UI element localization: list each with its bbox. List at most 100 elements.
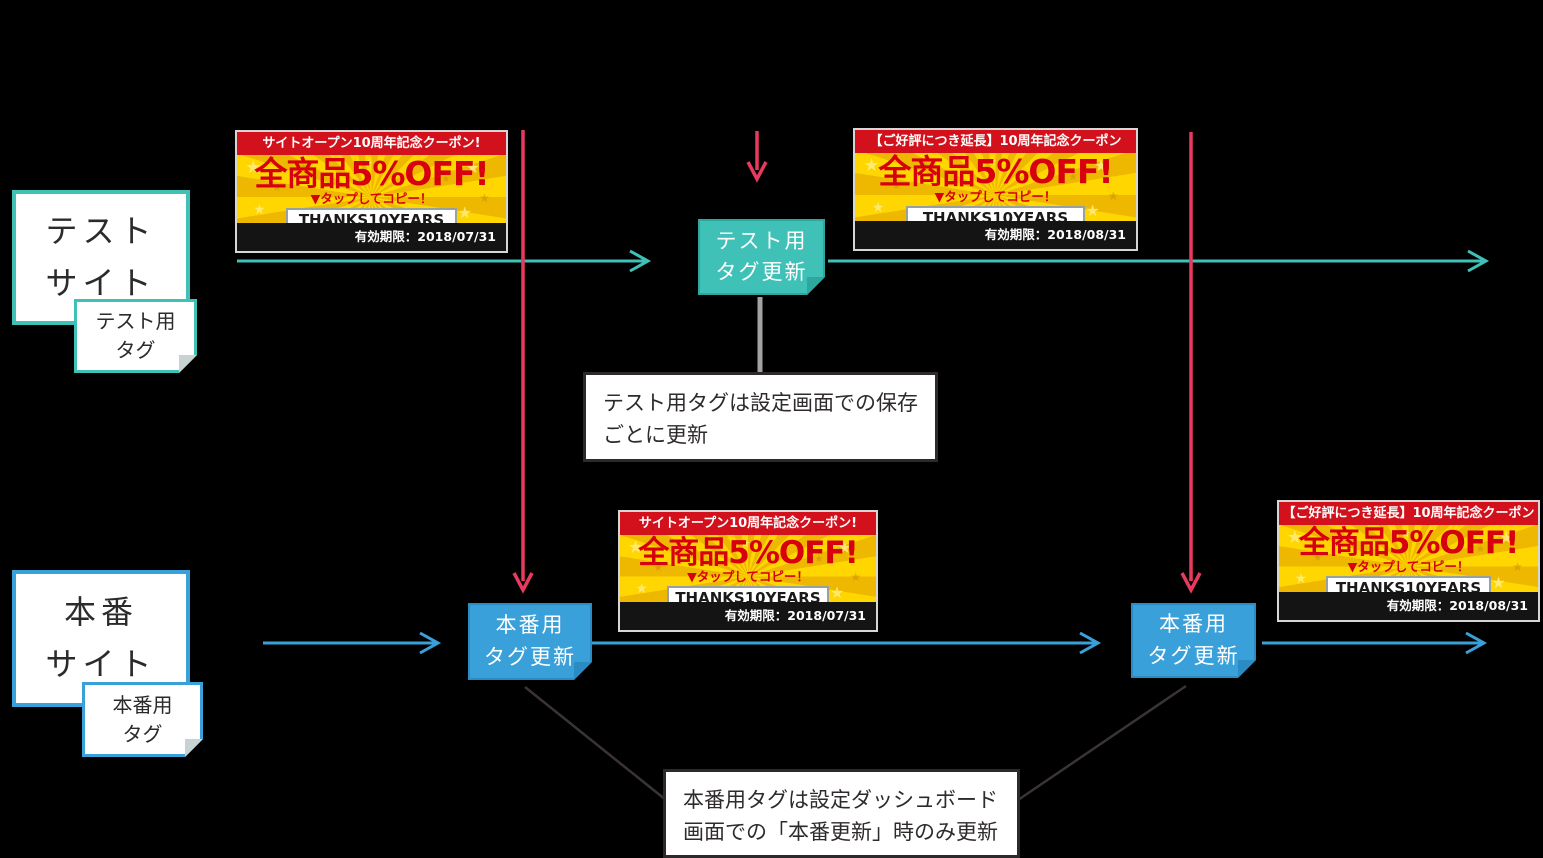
publish-arrowhead-right xyxy=(1180,572,1202,594)
star-icon: ★ xyxy=(1085,201,1100,221)
star-icon: ★ xyxy=(1107,188,1119,203)
star-icon: ★ xyxy=(245,157,262,179)
star-icon: ★ xyxy=(627,537,644,559)
star-icon: ★ xyxy=(653,560,664,574)
prod-tag-note-line1: 本番用 xyxy=(112,692,173,717)
coupon-open10-prod: サイトオープン10周年記念クーポン! ★★★★★★★★★★★ 全商品5%OFF!… xyxy=(618,510,878,632)
test-tag-note: テスト用 タグ xyxy=(74,299,197,373)
star-icon: ★ xyxy=(441,174,451,186)
star-icon: ★ xyxy=(479,190,490,205)
coupon-header: 【ご好評につき延長】10周年記念クーポン xyxy=(1279,502,1538,525)
star-icon: ★ xyxy=(871,199,885,216)
prod-flow-arrowhead-2 xyxy=(1079,631,1102,655)
publish-arrowhead-left xyxy=(512,572,534,594)
test-site-label-line1: テスト xyxy=(45,212,157,251)
star-icon: ★ xyxy=(1312,550,1323,564)
prod-tag-update-box-left: 本番用 タグ更新 xyxy=(468,603,592,680)
star-icon: ★ xyxy=(1286,527,1303,549)
coupon-body: ★★★★★★★★★★★ 全商品5%OFF! ▼タップしてコピー！ THANKS1… xyxy=(620,535,876,602)
coupon-header: 【ご好評につき延長】10周年記念クーポン xyxy=(855,130,1136,153)
star-icon: ★ xyxy=(1491,572,1506,592)
star-icon: ★ xyxy=(457,203,472,223)
coupon-offer-text: 全商品5%OFF! xyxy=(878,153,1113,191)
diagonal-connector-right xyxy=(1017,684,1187,802)
star-icon: ★ xyxy=(891,179,902,193)
star-icon: ★ xyxy=(1475,544,1485,556)
test-tag-update-line1: テスト用 xyxy=(715,228,808,253)
prod-flow-arrowhead-1 xyxy=(419,631,442,655)
coupon-code: THANKS10YEARS xyxy=(906,206,1085,221)
test-tag-note-line1: テスト用 xyxy=(95,309,176,333)
coupon-extended-test: 【ご好評につき延長】10周年記念クーポン ★★★★★★★★★★★ 全商品5%OF… xyxy=(853,128,1138,251)
prod-tag-update-box-right: 本番用 タグ更新 xyxy=(1131,603,1256,678)
star-icon: ★ xyxy=(814,554,824,566)
star-icon: ★ xyxy=(987,154,997,168)
star-icon: ★ xyxy=(863,155,880,177)
star-icon: ★ xyxy=(1499,528,1514,548)
star-icon: ★ xyxy=(919,160,929,172)
coupon-tap-label: ▼タップしてコピー！ xyxy=(310,190,433,206)
star-icon: ★ xyxy=(850,570,862,585)
test-annotation-line2: ごとに更新 xyxy=(603,422,708,447)
star-icon: ★ xyxy=(1338,532,1348,544)
star-icon: ★ xyxy=(253,201,266,218)
star-icon: ★ xyxy=(635,580,648,597)
coupon-offer-text: 全商品5%OFF! xyxy=(254,155,489,193)
star-icon: ★ xyxy=(363,156,374,170)
coupon-expiry: 有効期限：2018/07/31 xyxy=(237,223,506,251)
prod-tag-note-line2: タグ xyxy=(122,721,163,746)
folded-corner-flap xyxy=(179,355,197,373)
test-annotation-box: テスト用タグは設定画面での保存 ごとに更新 xyxy=(583,372,938,462)
test-tag-note-line2: タグ xyxy=(115,338,156,362)
test-tag-update-line2: タグ更新 xyxy=(715,260,808,284)
coupon-body: ★★★★★★★★★★★ 全商品5%OFF! ▼タップしてコピー！ THANKS1… xyxy=(855,153,1136,221)
test-flow-arrowhead-1 xyxy=(629,249,652,273)
star-icon: ★ xyxy=(465,158,480,178)
coupon-code: THANKS10YEARS xyxy=(286,208,457,223)
prod-flow-arrowhead-3 xyxy=(1465,631,1488,655)
coupon-offer-text: 全商品5%OFF! xyxy=(638,535,858,571)
prod-tag-update-left-line1: 本番用 xyxy=(495,613,565,637)
star-icon: ★ xyxy=(678,542,688,554)
coupon-body: ★★★★★★★★★★★ 全商品5%OFF! ▼タップしてコピー！ THANKS1… xyxy=(237,155,506,223)
prod-annotation-box: 本番用タグは設定ダッシュボード 画面での「本番更新」時のみ更新 xyxy=(663,769,1020,858)
coupon-tap-label: ▼タップしてコピー！ xyxy=(1347,558,1470,574)
coupon-extended-prod: 【ご好評につき延長】10周年記念クーポン ★★★★★★★★★★★ 全商品5%OF… xyxy=(1277,500,1540,622)
star-icon: ★ xyxy=(1512,560,1523,575)
prod-annotation-line2: 画面での「本番更新」時のみ更新 xyxy=(683,819,998,844)
test-tag-update-box: テスト用 タグ更新 xyxy=(698,219,825,295)
diagonal-connector-left xyxy=(524,686,667,801)
test-annotation-line1: テスト用タグは設定画面での保存 xyxy=(603,391,918,415)
folded-corner-flap xyxy=(807,277,825,295)
folded-corner-flap xyxy=(574,662,592,680)
coupon-tap-label: ▼タップしてコピー！ xyxy=(934,188,1057,204)
prod-tag-update-right-line1: 本番用 xyxy=(1159,612,1228,636)
prod-site-label-line1: 本番 xyxy=(63,593,138,632)
test-site-label-line2: サイト xyxy=(45,263,157,302)
coupon-expiry: 有効期限：2018/08/31 xyxy=(855,221,1136,249)
star-icon: ★ xyxy=(1400,526,1411,540)
star-icon: ★ xyxy=(837,538,852,558)
star-icon: ★ xyxy=(740,536,751,550)
star-icon: ★ xyxy=(298,162,308,174)
coupon-open10-test: サイトオープン10周年記念クーポン! ★★★★★★★★★★★ 全商品5%OFF!… xyxy=(235,130,508,253)
star-icon: ★ xyxy=(1294,570,1308,587)
test-flow-arrowhead-2 xyxy=(1467,249,1490,273)
coupon-offer-text: 全商品5%OFF! xyxy=(1298,525,1519,561)
prod-site-label-line2: サイト xyxy=(45,644,157,683)
test-update-arrowhead xyxy=(746,161,768,183)
star-icon: ★ xyxy=(829,582,845,602)
star-icon: ★ xyxy=(1068,172,1078,184)
prod-annotation-line1: 本番用タグは設定ダッシュボード xyxy=(683,788,998,812)
coupon-code: THANKS10YEARS xyxy=(666,585,830,602)
star-icon: ★ xyxy=(271,181,282,195)
prod-tag-update-right-line2: タグ更新 xyxy=(1147,643,1240,668)
coupon-code: THANKS10YEARS xyxy=(1326,575,1491,592)
coupon-body: ★★★★★★★★★★★ 全商品5%OFF! ▼タップしてコピー！ THANKS1… xyxy=(1279,525,1538,592)
folded-corner-flap xyxy=(1238,660,1256,678)
coupon-expiry: 有効期限：2018/08/31 xyxy=(1279,592,1538,620)
prod-tag-update-left-line2: タグ更新 xyxy=(484,644,576,669)
coupon-header: サイトオープン10周年記念クーポン! xyxy=(620,512,876,535)
